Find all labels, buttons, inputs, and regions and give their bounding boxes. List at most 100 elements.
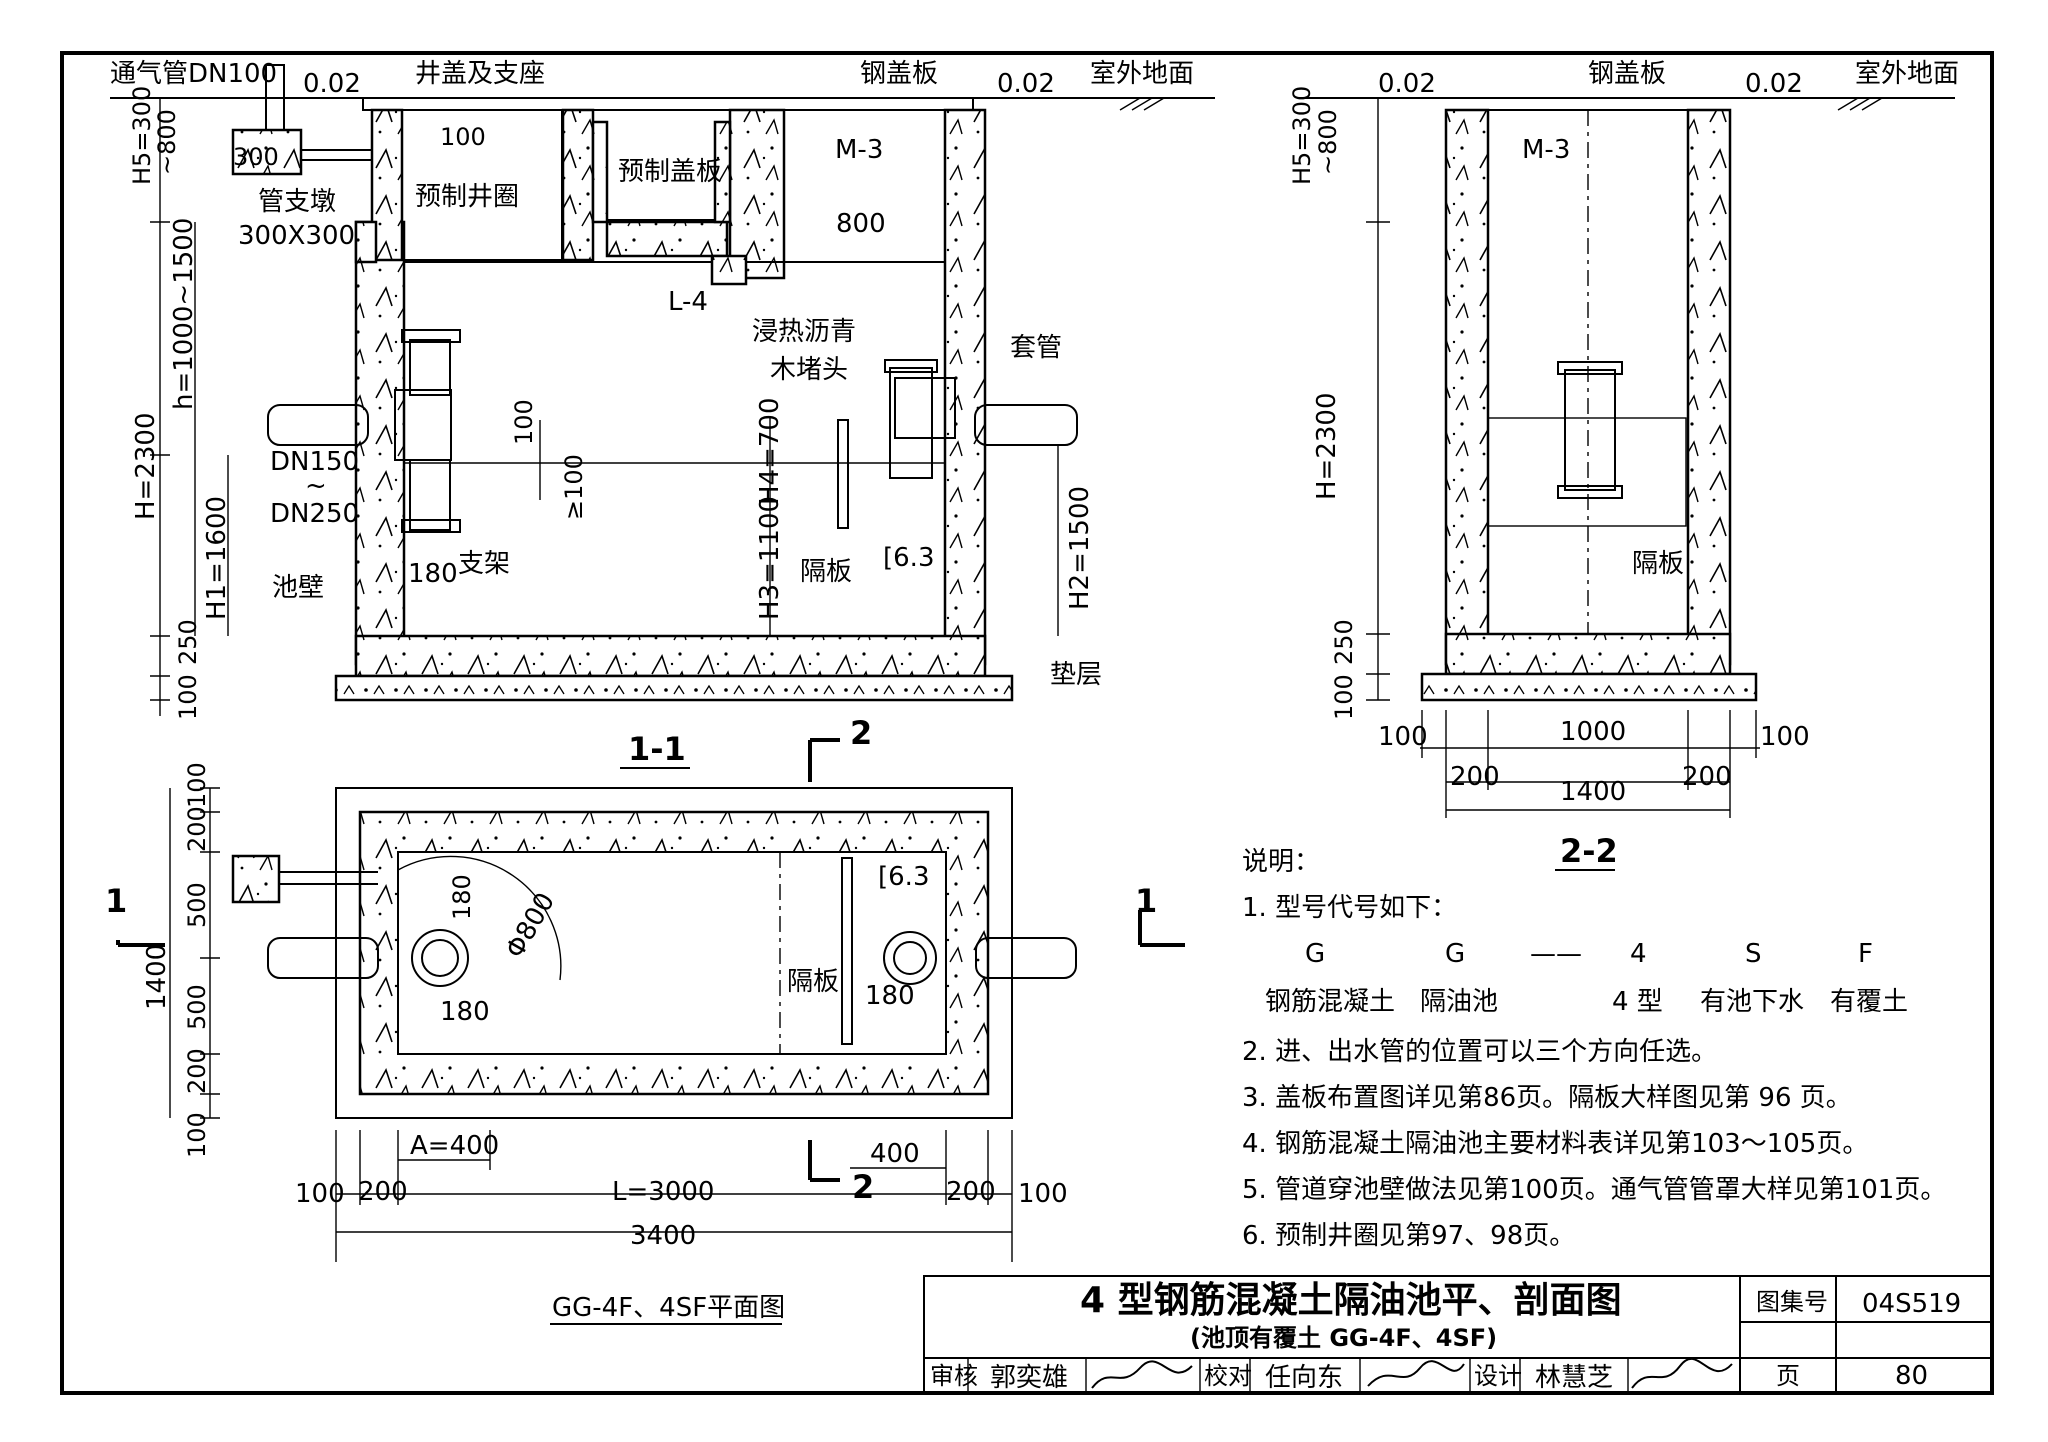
c63-label: [6.3	[878, 862, 930, 892]
dim-label: 100	[510, 399, 538, 445]
wood-plug-label: 木堵头	[770, 355, 848, 385]
code-letter: S	[1745, 939, 1762, 969]
code-letter: F	[1858, 939, 1873, 969]
dim-label: 100	[174, 674, 202, 720]
dim-label: 100	[295, 1179, 345, 1209]
cover-support-label: 井盖及支座	[415, 59, 545, 89]
dim-label: 500	[183, 984, 211, 1030]
dim-label: 180	[408, 559, 458, 589]
dim-label: 180	[865, 981, 915, 1011]
m3-label: M-3	[835, 135, 883, 165]
drawing-subtitle: (池顶有覆土 GG-4F、4SF)	[1190, 1324, 1497, 1352]
cut-label: 1	[105, 882, 127, 920]
h5-label: ~800	[1314, 109, 1342, 175]
dim-label: 100	[183, 762, 211, 808]
h3-label: H3=1100	[755, 496, 785, 620]
review-label: 审核	[930, 1362, 978, 1390]
m3-label: M-3	[1522, 135, 1570, 165]
page-number: 80	[1895, 1361, 1928, 1391]
dim-label: 100	[1018, 1179, 1068, 1209]
note-item: 2. 进、出水管的位置可以三个方向任选。	[1242, 1037, 1717, 1067]
section-2-2	[1300, 97, 1955, 818]
dim-label: L=3000	[612, 1177, 714, 1207]
asphalt-label: 浸热沥青	[752, 317, 856, 347]
dn-label: DN250	[270, 499, 359, 529]
atlas-label: 图集号	[1756, 1288, 1828, 1316]
h4-label: H4=700	[755, 397, 785, 505]
design-label: 设计	[1474, 1362, 1522, 1390]
h-total-label: H=2300	[1312, 392, 1342, 500]
h-range-label: h=1000~1500	[169, 218, 199, 410]
h5-label: ~800	[153, 109, 181, 175]
partition-label: 隔板	[800, 557, 852, 587]
dim-label: 400	[870, 1139, 920, 1169]
bracket-label: 支架	[458, 549, 510, 579]
steel-cover-label: 钢盖板	[860, 59, 938, 89]
level-label: 0.02	[1378, 69, 1436, 99]
note-item: 3. 盖板布置图详见第86页。隔板大样图见第 96 页。	[1242, 1083, 1852, 1113]
code-letter: ——	[1530, 939, 1582, 969]
vent-pipe-label: 通气管DN100	[110, 59, 277, 89]
pipe-pier-label: 管支墩	[258, 187, 336, 217]
level-label: 0.02	[997, 69, 1055, 99]
dim-label: 100	[440, 123, 486, 151]
h5-label: H5=300	[128, 86, 156, 185]
sleeve-label: 套管	[1010, 333, 1062, 363]
code-desc: 有池下水	[1700, 987, 1804, 1017]
pier-size-label: 300X300	[238, 221, 355, 251]
wall-label: 池壁	[272, 573, 324, 603]
note-item: 4. 钢筋混凝土隔油池主要材料表详见第103～105页。	[1242, 1129, 1868, 1159]
dim-label: 180	[448, 874, 476, 920]
section-11-title: 1-1	[628, 730, 686, 768]
signature	[1631, 1358, 1733, 1389]
title-block	[923, 1275, 1993, 1394]
dim-label: 300	[233, 143, 279, 171]
atlas-number: 04S519	[1862, 1289, 1961, 1319]
note-item: 6. 预制井圈见第97、98页。	[1242, 1221, 1575, 1251]
code-desc: 4 型	[1612, 987, 1663, 1017]
code-desc: 钢筋混凝土	[1265, 987, 1395, 1017]
code-desc: 隔油池	[1420, 987, 1498, 1017]
dim-label: 200	[1450, 762, 1500, 792]
steel-cover-label: 钢盖板	[1588, 59, 1666, 89]
page-label: 页	[1776, 1362, 1800, 1390]
cut-label: 2	[850, 714, 872, 752]
bedding-label: 垫层	[1050, 660, 1102, 690]
section-1-1	[110, 64, 1215, 716]
section-22-title: 2-2	[1560, 832, 1618, 870]
cut-label: 1	[1135, 882, 1157, 920]
dim-label: 180	[440, 997, 490, 1027]
l4-label: L-4	[668, 287, 708, 317]
c63-label: [6.3	[883, 543, 935, 573]
notes: 说明： 1. 型号代号如下： G G —— 4 S F 钢筋混凝土 隔油池 4 …	[1242, 847, 1946, 1251]
ground-label: 室外地面	[1090, 59, 1194, 89]
code-letter: 4	[1630, 939, 1647, 969]
code-letter: G	[1445, 939, 1465, 969]
h5-label: H5=300	[1288, 86, 1316, 185]
dim-label: 100	[1760, 722, 1810, 752]
dim-label: 200	[1682, 762, 1732, 792]
partition-label: 隔板	[787, 967, 839, 997]
dim-label: 100	[1330, 674, 1358, 720]
note-item: 5. 管道穿池壁做法见第100页。通气管管罩大样见第101页。	[1242, 1175, 1946, 1205]
code-letter: G	[1305, 939, 1325, 969]
dim-label: A=400	[410, 1131, 499, 1161]
dim-label: 1000	[1560, 717, 1626, 747]
dim-label: 200	[358, 1177, 408, 1207]
dim-label: 1400	[1560, 777, 1626, 807]
cut-label: 2	[852, 1168, 874, 1206]
note-item: 1. 型号代号如下：	[1242, 893, 1457, 923]
check-label: 校对	[1204, 1362, 1252, 1390]
code-desc: 有覆土	[1830, 987, 1908, 1017]
dim-label: 500	[183, 882, 211, 928]
notes-title: 说明：	[1242, 847, 1320, 877]
dim-label: 200	[183, 806, 211, 852]
dim-label: ≥100	[560, 454, 588, 520]
dim-label: 250	[1330, 619, 1358, 665]
dim-label: 3400	[630, 1221, 696, 1251]
dim-label: 200	[183, 1048, 211, 1094]
dim-label: 100	[183, 1112, 211, 1158]
dn-label: DN150	[270, 447, 359, 477]
level-label: 0.02	[303, 69, 361, 99]
